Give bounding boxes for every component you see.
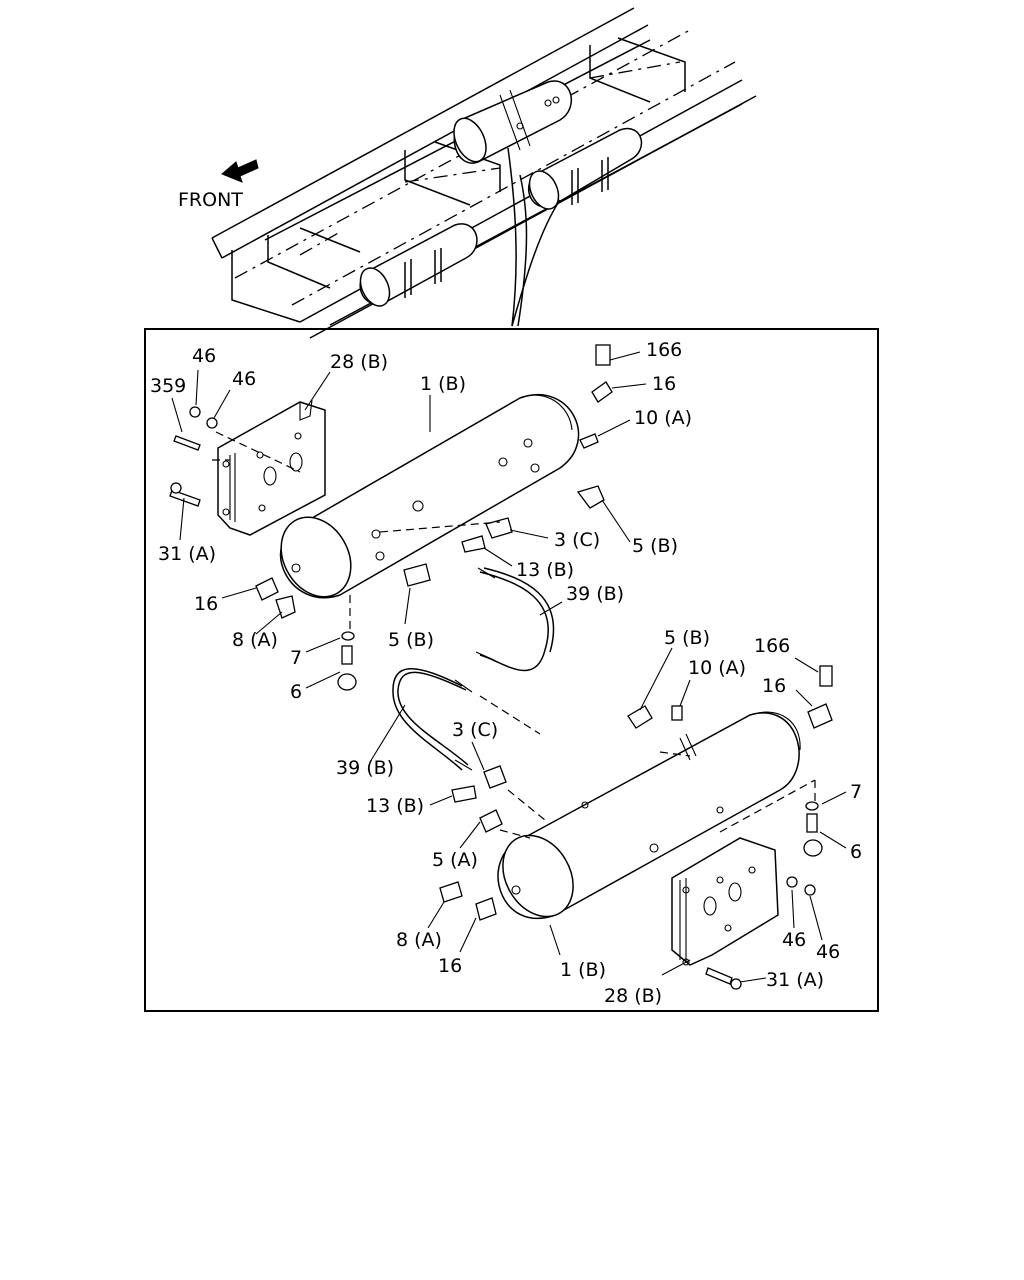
callout-16-lower-b: 16 [438, 955, 462, 977]
overview-tank-lower [359, 223, 478, 307]
callout-7-upper: 7 [290, 647, 302, 669]
leader-lines [171, 351, 847, 983]
callout-31a-lower: 31 (A) [766, 969, 824, 991]
callout-16-upper-b: 16 [194, 593, 218, 615]
callout-13b-lower: 13 (B) [366, 795, 424, 817]
callout-10a-upper: 10 (A) [634, 407, 692, 429]
callout-13b-upper: 13 (B) [516, 559, 574, 581]
callout-8a-upper: 8 (A) [232, 629, 278, 651]
chassis-frame-overview [211, 7, 757, 339]
callout-5a-lower: 5 (A) [432, 849, 478, 871]
lower-bracket [671, 837, 779, 966]
callout-5b-upper-right: 5 (B) [632, 535, 678, 557]
detail-frame [144, 328, 879, 1012]
callout-1b-lower: 1 (B) [560, 959, 606, 981]
front-arrow-icon [221, 159, 259, 183]
front-label: FRONT [178, 189, 243, 211]
callout-46-upper-a: 46 [192, 345, 216, 367]
callout-39b-upper: 39 (B) [566, 583, 624, 605]
lower-air-tank [497, 711, 801, 919]
upper-callouts: 46 46 359 28 (B) 1 (B) 166 16 10 (A) 31 … [150, 339, 692, 703]
callout-5b-lower: 5 (B) [664, 627, 710, 649]
callout-166-upper: 166 [646, 339, 682, 361]
upper-bracket [217, 399, 326, 536]
overview-tank-upper [453, 80, 573, 164]
lower-callouts: 5 (B) 166 10 (A) 16 3 (C) 39 (B) 7 13 (B… [336, 627, 862, 1007]
callout-46-upper-b: 46 [232, 368, 256, 390]
callout-1b-upper: 1 (B) [420, 373, 466, 395]
callout-166-lower: 166 [754, 635, 790, 657]
callout-6-upper: 6 [290, 681, 302, 703]
callout-3c-upper: 3 (C) [554, 529, 600, 551]
callout-16-upper-a: 16 [652, 373, 676, 395]
callout-16-lower-a: 16 [762, 675, 786, 697]
lower-hardware [392, 665, 833, 990]
callout-5b-upper-left: 5 (B) [388, 629, 434, 651]
callout-6-lower: 6 [850, 841, 862, 863]
callout-28b-lower: 28 (B) [604, 985, 662, 1007]
overview-tank-middle [528, 127, 643, 210]
callout-8a-lower: 8 (A) [396, 929, 442, 951]
upper-air-tank [280, 393, 580, 599]
callout-28b-upper: 28 (B) [330, 351, 388, 373]
callout-359: 359 [150, 375, 186, 397]
callout-39b-lower: 39 (B) [336, 757, 394, 779]
callout-46-lower-b: 46 [816, 941, 840, 963]
callout-10a-lower: 10 (A) [688, 657, 746, 679]
callout-31a-upper: 31 (A) [158, 543, 216, 565]
callout-7-lower: 7 [850, 781, 862, 803]
callout-46-lower-a: 46 [782, 929, 806, 951]
callout-3c-lower: 3 (C) [452, 719, 498, 741]
